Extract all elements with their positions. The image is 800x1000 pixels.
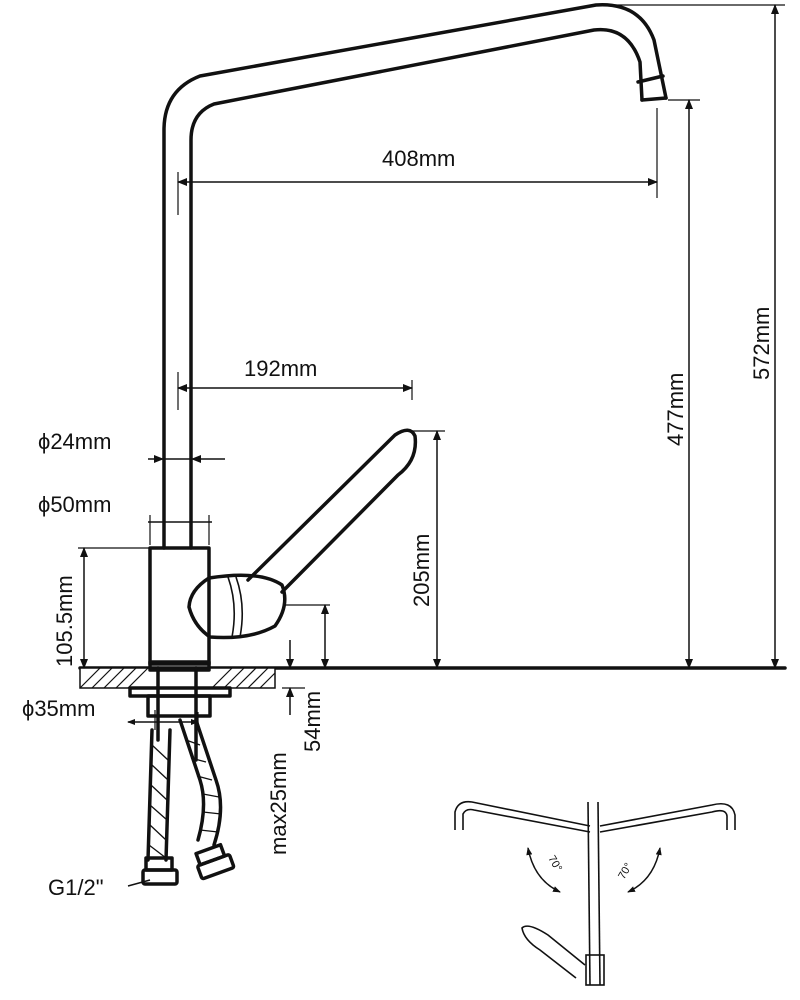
hose-fitting-left (144, 856, 174, 872)
hose-left (146, 728, 172, 862)
label-lever-reach: 192mm (244, 356, 317, 381)
label-total-height: 572mm (749, 307, 774, 380)
dimension-labels: 408mm 192mm ϕ24mm ϕ50mm 105.5mm ϕ35mm G1… (22, 146, 774, 900)
hose-right (178, 718, 223, 847)
label-max-deck-thickness: max25mm (266, 752, 291, 855)
swivel-arc-left (526, 847, 561, 893)
spout-tube-inner (189, 27, 644, 550)
swivel-range-view: 70° 70° (454, 800, 736, 986)
lever-hub-ring (227, 576, 244, 638)
mount-base-ring (148, 660, 211, 672)
lever-hub (187, 573, 287, 640)
swivel-spout-left (454, 800, 591, 833)
label-body-diameter: ϕ50mm (38, 492, 111, 517)
swivel-angle-left: 70° (545, 854, 564, 874)
spout-nozzle (636, 74, 668, 102)
lever-arm (246, 428, 418, 594)
swivel-angle-right: 70° (616, 861, 635, 881)
swivel-stem-inner (597, 801, 601, 986)
label-body-height: 105.5mm (52, 575, 77, 667)
spout-tube-outer (162, 3, 668, 550)
deck-hatching (79, 667, 276, 689)
label-mount-diameter: ϕ35mm (22, 696, 95, 721)
leader-connection (127, 879, 151, 887)
faucet-side-view (78, 3, 787, 886)
swivel-lever (521, 925, 586, 979)
mount-nut (146, 694, 212, 718)
swivel-stem-outer (587, 801, 591, 986)
hose-braid (148, 739, 222, 859)
label-lever-axis-height: 54mm (300, 691, 325, 752)
label-spout-outlet-height: 477mm (663, 373, 688, 446)
swivel-arc-right (627, 847, 662, 893)
swivel-spout-right (599, 802, 736, 833)
label-lever-height: 205mm (409, 534, 434, 607)
hose-nut-left (141, 868, 179, 886)
swivel-body (585, 954, 605, 986)
dimension-lines (78, 4, 785, 887)
hose-nut-right (196, 853, 236, 881)
faucet-body (148, 546, 211, 666)
label-pipe-diameter: ϕ24mm (38, 429, 111, 454)
label-spout-reach: 408mm (382, 146, 455, 171)
label-connection: G1/2" (48, 875, 104, 900)
